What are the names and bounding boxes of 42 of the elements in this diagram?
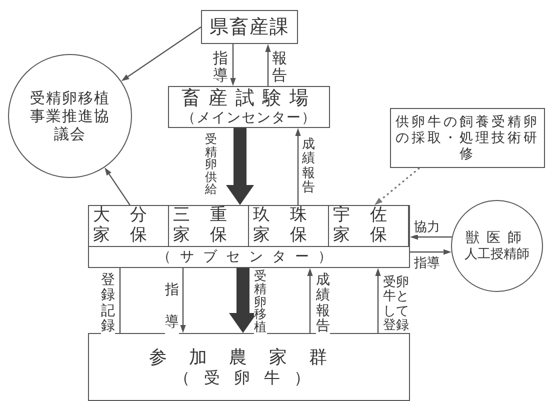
arrow	[375, 268, 381, 333]
office-cell: 玖珠家保	[249, 206, 329, 246]
arrow	[295, 128, 301, 205]
circle-label: 人工授精師	[464, 246, 530, 262]
office-cell: 三重家保	[169, 206, 249, 246]
edge-label: 報告	[272, 50, 287, 83]
arrow	[104, 167, 130, 206]
circle-label: 受精卵移植事業推進協議会	[29, 89, 111, 143]
box-title: 供卵牛の飼養受精卵の採取・処理技術研修	[395, 114, 540, 162]
arrow	[410, 249, 452, 255]
arrow	[230, 44, 236, 86]
thick-arrow	[226, 128, 254, 205]
connector-line	[119, 268, 121, 333]
arrow	[410, 234, 452, 240]
edge-label: 成績報告	[316, 273, 330, 335]
edge-label: 成績報告	[302, 138, 315, 196]
box-title: 畜産試験場	[182, 87, 316, 110]
arrow	[265, 44, 271, 86]
arrow	[121, 26, 202, 82]
office-cell: 大分家保	[89, 206, 169, 246]
edge-label: 指導	[213, 50, 228, 83]
box-subtitle: （受卵牛）	[174, 368, 324, 388]
circle-label: 獣医師	[466, 230, 528, 247]
organization-box	[390, 108, 545, 168]
sub-center-label: （サブセンター）	[89, 246, 409, 267]
box-title: 県畜産課	[210, 16, 290, 38]
arrow	[180, 268, 186, 333]
box-title: 参加農家群	[149, 346, 349, 368]
edge-label: 登録記録	[101, 273, 115, 335]
arrow	[307, 268, 313, 333]
edge-label: 協力	[414, 221, 440, 236]
sub-center-box	[88, 205, 410, 268]
office-cell: 宇佐家保	[329, 206, 409, 246]
organization-box	[88, 333, 410, 401]
edge-label: 指導	[414, 257, 440, 272]
edge-label: 受卵牛として登録	[383, 276, 409, 334]
box-subtitle: （メインセンター）	[182, 110, 316, 127]
edge-label: 受精卵供給	[205, 133, 217, 196]
organization-box	[201, 10, 298, 44]
arrow	[374, 167, 420, 205]
organization-box	[168, 86, 330, 128]
edge-label: 受精卵移植	[254, 270, 266, 334]
